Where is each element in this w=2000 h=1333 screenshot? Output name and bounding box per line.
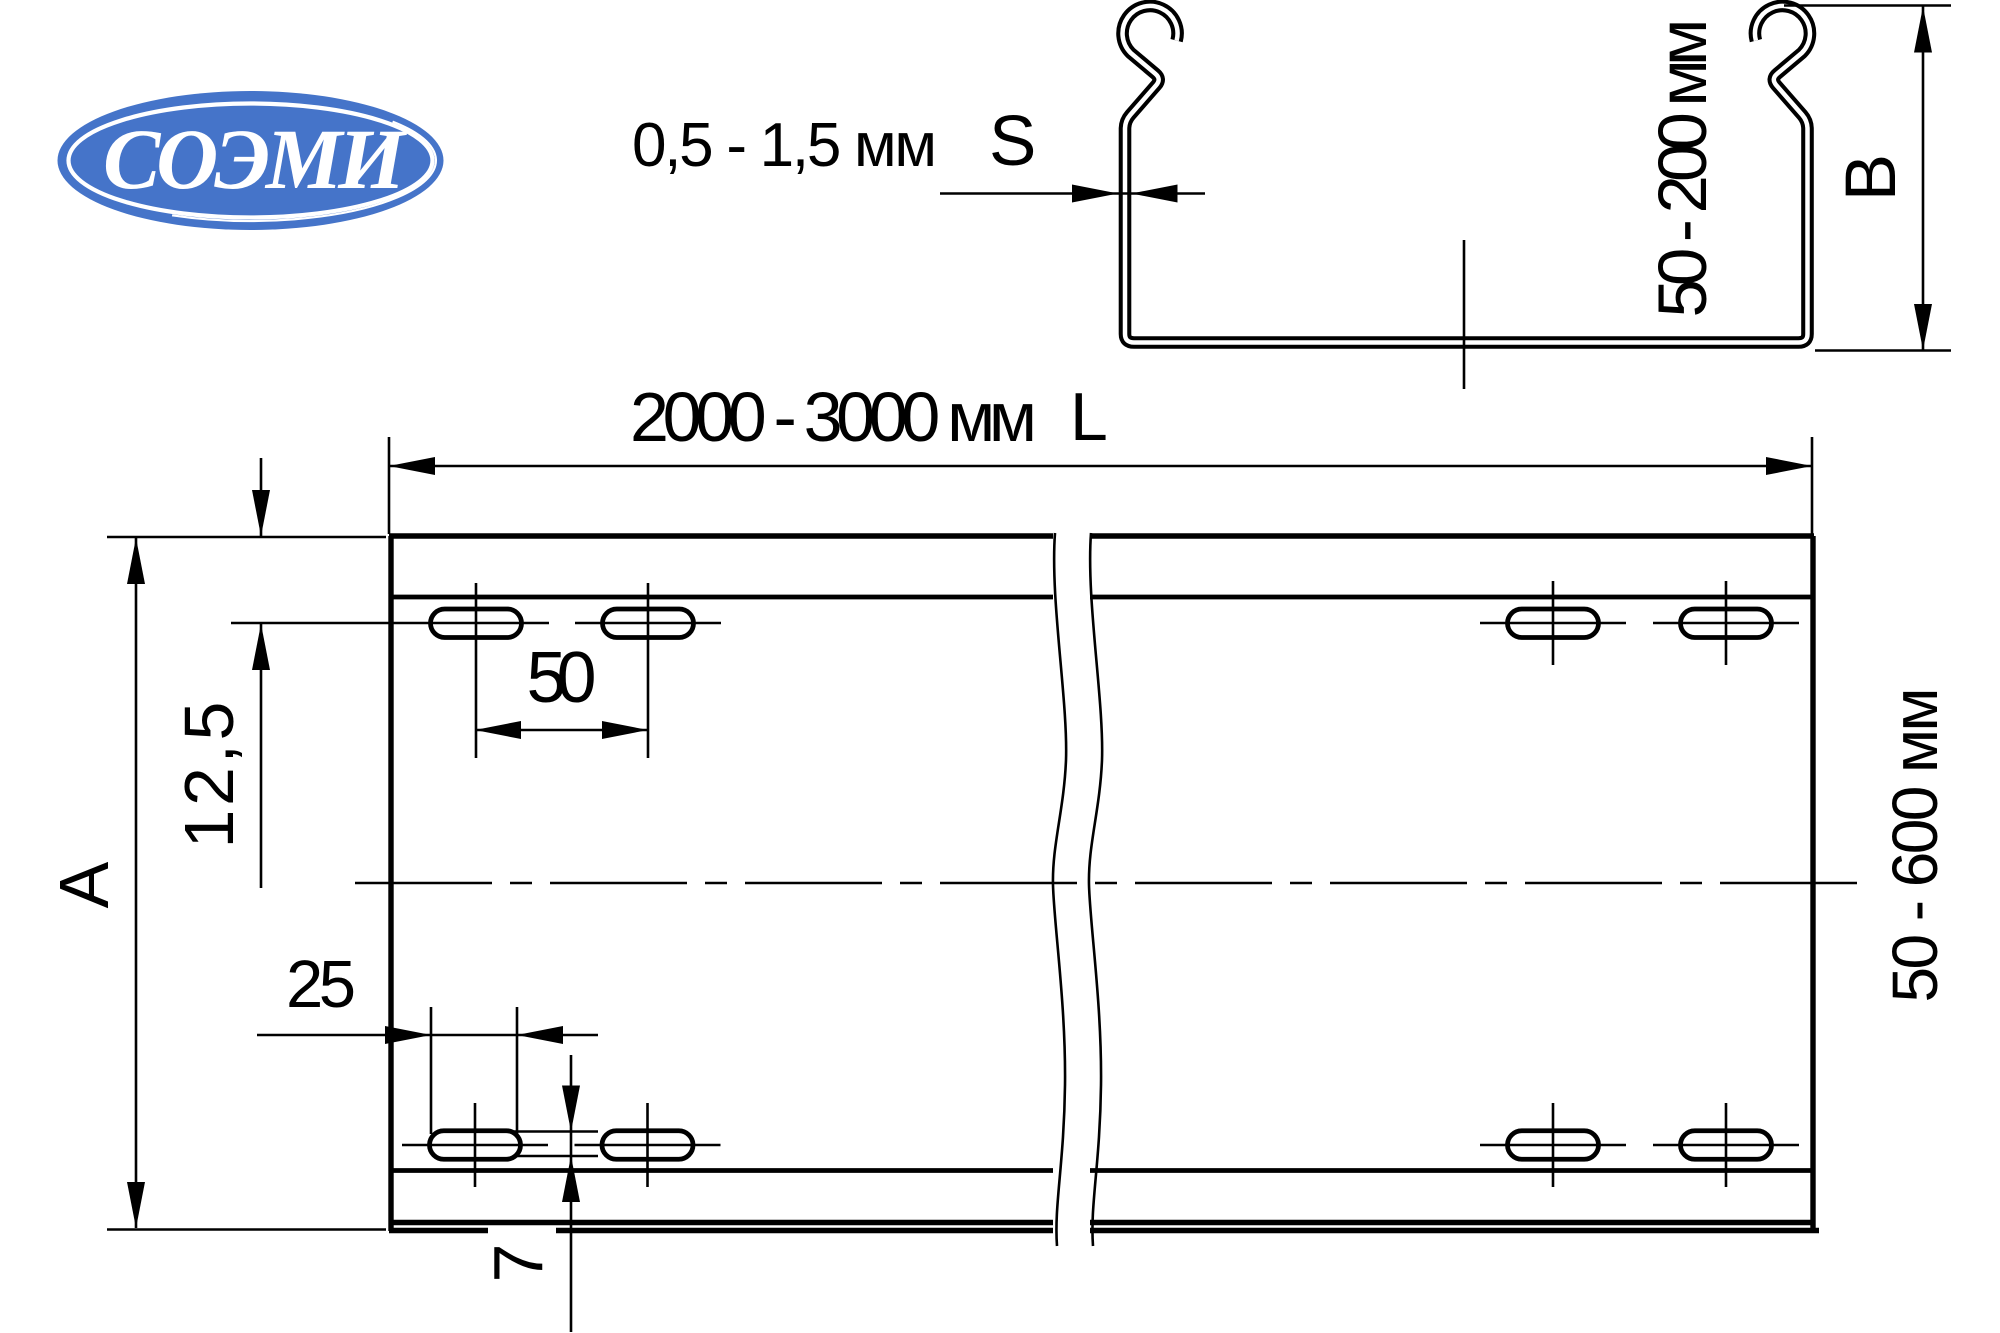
svg-text:L: L [1070, 379, 1108, 455]
svg-text:50 - 600 мм: 50 - 600 мм [1879, 688, 1951, 1003]
svg-text:12,5: 12,5 [170, 702, 248, 849]
svg-text:7: 7 [479, 1244, 557, 1283]
svg-text:50: 50 [527, 638, 597, 718]
svg-text:СОЭМИ: СОЭМИ [103, 111, 408, 207]
svg-text:А: А [45, 861, 123, 908]
svg-text:2000 - 3000 мм: 2000 - 3000 мм [630, 378, 1037, 456]
svg-text:0,5 - 1,5 мм: 0,5 - 1,5 мм [632, 111, 937, 180]
svg-text:В: В [1832, 154, 1911, 201]
svg-text:S: S [989, 102, 1036, 181]
svg-text:50 - 200 мм: 50 - 200 мм [1644, 19, 1721, 318]
svg-text:25: 25 [286, 947, 356, 1022]
